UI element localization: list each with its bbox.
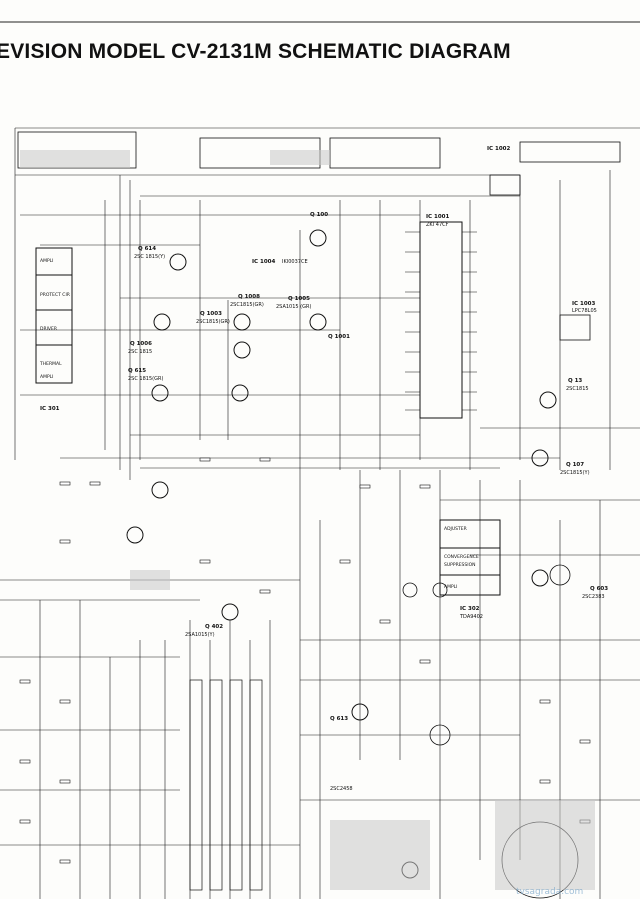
q603-ref: Q 603 — [590, 586, 608, 592]
q1005-part: 2SA1015 (GR) — [276, 304, 311, 310]
q1003-part: 2SC1815(GR) — [196, 319, 230, 325]
convergence-block — [439, 519, 501, 596]
q614-ref: Q 614 — [138, 246, 156, 252]
transistor-symbols — [126, 229, 557, 879]
ic-301-ref: IC 301 — [40, 406, 60, 412]
q402-ref: Q 402 — [205, 624, 223, 630]
ic-1001-pins — [405, 231, 477, 411]
q107-part: 2SC1815(Y) — [560, 470, 590, 476]
block-label-protect: PROTECT CIR — [40, 292, 70, 298]
amp-block — [35, 247, 73, 384]
q1006-part: 2SC 1815 — [128, 349, 152, 355]
q1008-ref: Q 1008 — [238, 294, 260, 300]
shaded-regions — [20, 150, 595, 890]
q13-ref: Q 13 — [568, 378, 582, 384]
block-label-ampli-3: AMPLI — [444, 584, 458, 590]
block-label-suppression: SUPPRESSION — [444, 562, 476, 568]
ic-1001-chip — [419, 221, 463, 419]
ic-1004-ref: IC 1004 — [252, 259, 275, 265]
q613-ref: Q 613 — [330, 716, 348, 722]
q100-ref: Q 100 — [310, 212, 328, 218]
component-marks — [19, 457, 591, 864]
block-label-ampli-2: AMPLI — [40, 374, 54, 380]
watermark: tvsagrada.com — [516, 887, 583, 897]
q614-part: 2SC 1815(Y) — [134, 254, 165, 260]
q1001-ref: Q 1001 — [328, 334, 350, 340]
ic-302-part: TDA9402 — [459, 614, 483, 620]
ic-1003-chip — [559, 314, 591, 341]
block-label-adjuster: ADJUSTER — [444, 526, 467, 532]
q613-part: 2SC2458 — [330, 786, 353, 792]
block-label-convergence: CONVERGENCE — [444, 554, 479, 560]
q402-part: 2SA1015(Y) — [185, 632, 215, 638]
ic-1001-ref: IC 1001 — [426, 214, 449, 220]
block-label-thermal: THERMAL — [39, 361, 62, 367]
q1003-ref: Q 1003 — [200, 311, 222, 317]
q1005-ref: Q 1005 — [288, 296, 310, 302]
ic-1001-part: ZKI 47CF — [426, 222, 449, 228]
ic-1002-chip — [489, 174, 521, 196]
q1008-part: 2SC1815(GR) — [230, 302, 264, 308]
ic-1004-part: IKI0037CE — [282, 259, 308, 265]
diagram-title: EVISION MODEL CV-2131M SCHEMATIC DIAGRAM — [0, 40, 511, 63]
ic-302-ref: IC 302 — [460, 606, 480, 612]
q13-part: 2SC1815 — [566, 386, 589, 392]
q603-part: 2SC2383 — [582, 594, 605, 600]
ic-1002-ref: IC 1002 — [487, 146, 510, 152]
q615-ref: Q 615 — [128, 368, 146, 374]
q1006-ref: Q 1006 — [130, 341, 152, 347]
ic-1003-part: LPC78L05 — [572, 308, 597, 314]
q107-ref: Q 107 — [566, 462, 584, 468]
q615-part: 2SC 1815(GR) — [128, 376, 163, 382]
connector-strips — [189, 679, 263, 891]
block-label-driver: DRIVER — [40, 326, 57, 332]
ic-1003-ref: IC 1003 — [572, 301, 595, 307]
block-label-ampli: AMPLI — [40, 258, 54, 264]
